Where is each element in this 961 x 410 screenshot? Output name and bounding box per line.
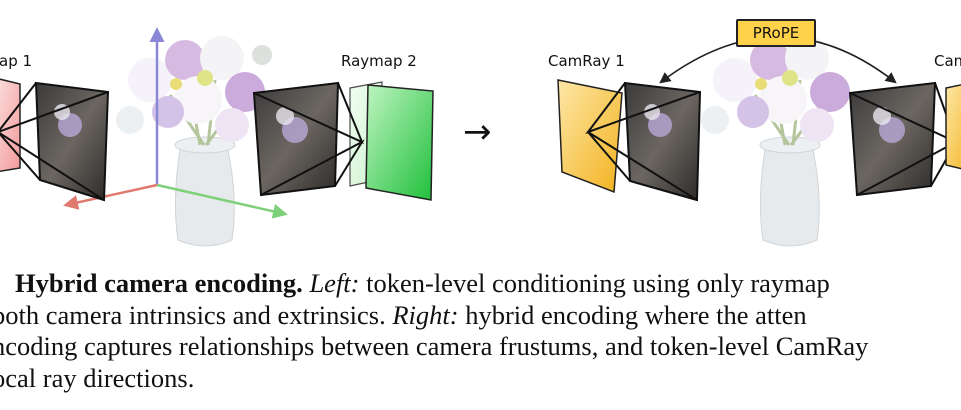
caption-line-4: ocal ray directions. xyxy=(0,362,195,393)
right-camera-2-frustum xyxy=(848,81,959,197)
figure-illustration xyxy=(0,27,961,247)
raymap-1-plane xyxy=(0,78,21,172)
caption-line-2-text: both camera intrinsics and extrinsics. xyxy=(0,299,393,330)
world-axes xyxy=(63,27,288,219)
caption-right-label: Right: xyxy=(392,299,459,330)
raymap-2-label: Raymap 2 xyxy=(341,52,417,70)
caption-line-3: ncoding captures relationships between c… xyxy=(0,331,869,361)
right-bouquet xyxy=(701,36,850,247)
caption-line-1-text: token-level conditioning using only raym… xyxy=(359,268,830,298)
left-bouquet xyxy=(116,36,272,247)
right-camera-1-frustum xyxy=(585,81,702,202)
caption-line-2-rest: hybrid encoding where the atten xyxy=(458,299,807,330)
camray-1-label: CamRay 1 xyxy=(548,52,625,70)
transition-arrow: → xyxy=(463,112,492,152)
caption-left-label: Left: xyxy=(309,268,360,298)
prope-label: PRoPE xyxy=(752,24,800,42)
camray-2-plane xyxy=(945,84,961,170)
caption-line-2: both camera intrinsics and extrinsics. R… xyxy=(0,300,961,332)
caption-line-1: Hybrid camera encoding. Left: token-leve… xyxy=(0,268,961,300)
camray-1-plane xyxy=(557,79,623,194)
left-camera-2-frustum xyxy=(252,81,365,197)
prope-box: PRoPE xyxy=(736,19,816,47)
raymap-1-label: ap 1 xyxy=(0,52,33,70)
figure-caption: Hybrid camera encoding. Left: token-leve… xyxy=(0,268,961,394)
caption-bold-title: Hybrid camera encoding. xyxy=(15,268,303,298)
left-camera-1-frustum xyxy=(0,81,110,202)
camray-2-label: Cam xyxy=(934,52,961,70)
raymap-2-plane xyxy=(349,81,434,201)
